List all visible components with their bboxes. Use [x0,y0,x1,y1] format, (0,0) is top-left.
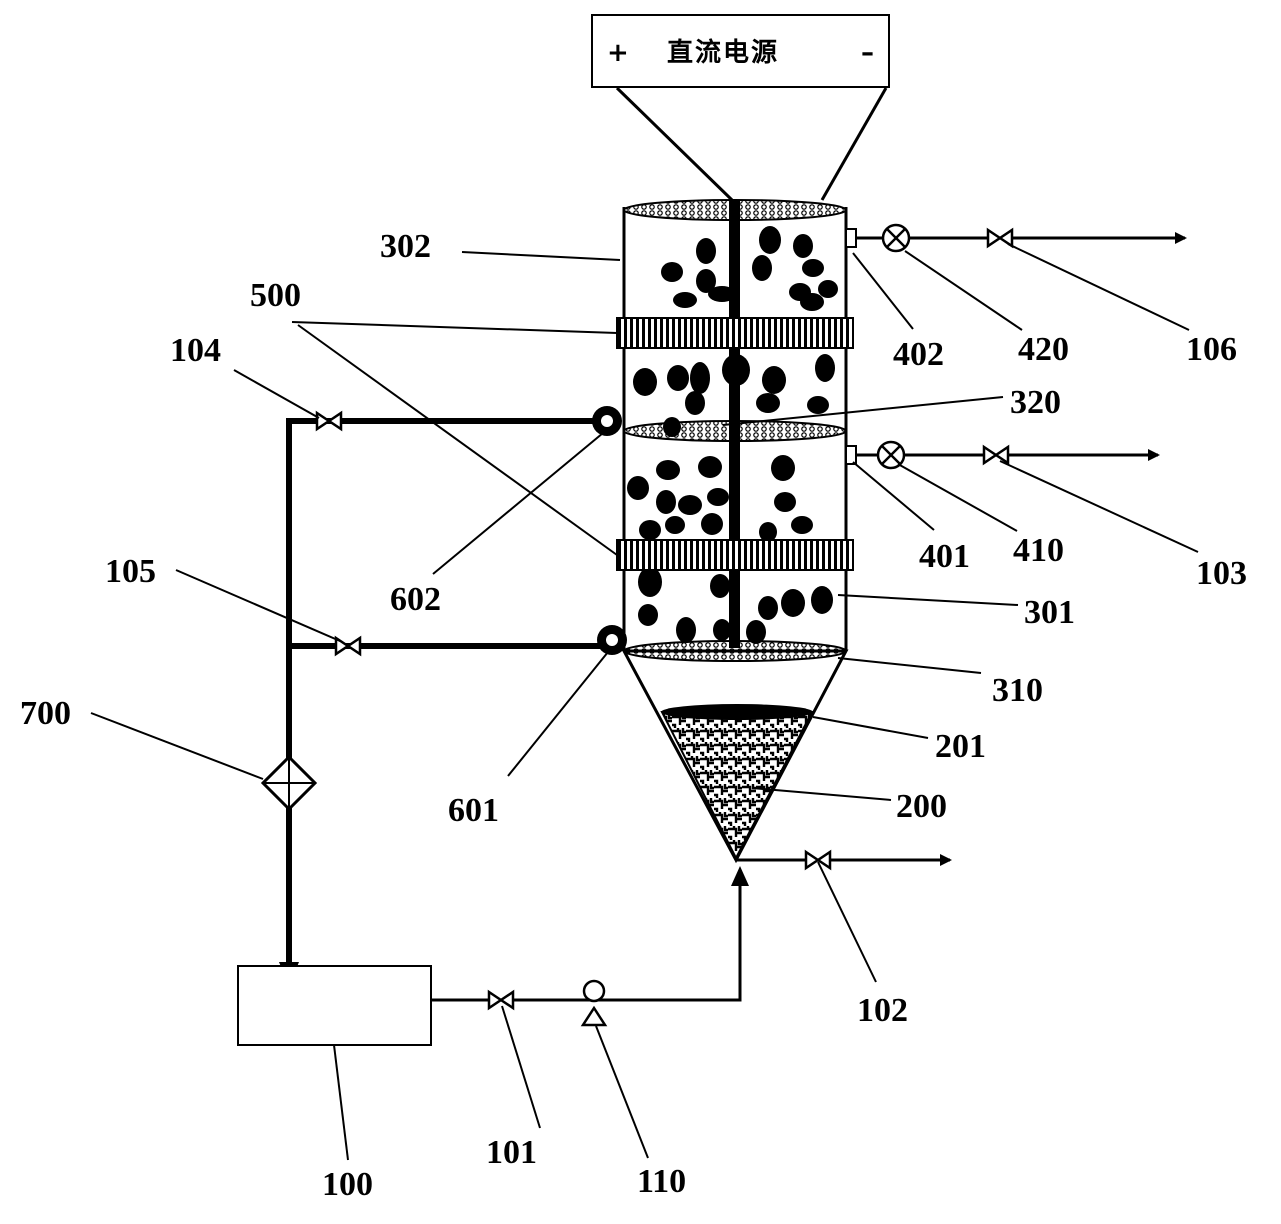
label-310: 310 [992,672,1043,709]
label-101: 101 [486,1134,537,1171]
label-401: 401 [919,538,970,575]
valve-104-icon [315,410,343,432]
label-302: 302 [380,228,431,265]
label-700: 700 [20,695,71,732]
power-supply-title: 直流电源 [667,38,780,68]
label-103: 103 [1196,555,1247,592]
particles-middle [633,354,835,437]
port-401 [845,445,857,465]
valve-105-icon [334,635,362,657]
label-102: 102 [857,992,908,1029]
label-200: 200 [896,788,947,825]
particles-lower [627,455,833,644]
leader-lines [90,243,1199,1161]
cone-packing-200 [660,711,814,861]
cone-cap-201 [661,704,813,720]
recirculation-pipes [286,418,612,975]
positive-terminal-label: + [607,38,629,68]
dc-power-supply: + 直流电源 – [591,14,890,88]
label-104: 104 [170,332,221,369]
negative-terminal-label: – [861,38,874,68]
positive-wire [615,86,734,202]
label-201: 201 [935,728,986,765]
label-301: 301 [1024,594,1075,631]
label-420: 420 [1018,331,1069,368]
tank-100 [237,965,432,1046]
label-410: 410 [1013,532,1064,569]
particles-upper [661,226,838,311]
port-402 [845,228,857,248]
label-601: 601 [448,792,499,829]
cone-bottom [621,649,849,864]
feed-line [431,882,742,1002]
valve-103-icon [982,444,1010,466]
label-106: 106 [1186,331,1237,368]
insulating-ring-lower [616,539,854,571]
insulating-ring-upper [616,317,854,349]
distributor-601-icon [597,625,627,655]
valve-106-icon [986,227,1014,249]
label-320: 320 [1010,384,1061,421]
label-110: 110 [637,1163,687,1200]
valve-102-icon [804,849,832,871]
feed-arrowhead [731,866,749,886]
negative-wire [820,87,888,201]
label-402: 402 [893,336,944,373]
valve-101-icon [487,989,515,1011]
label-105: 105 [105,553,156,590]
flowmeter-410-icon [876,440,906,470]
distributor-602-icon [592,406,622,436]
pump-110-icon [580,979,608,1027]
filter-700-icon [260,754,318,812]
flowmeter-420-icon [881,223,911,253]
label-100: 100 [322,1166,373,1203]
label-500: 500 [250,277,301,314]
label-602: 602 [390,581,441,618]
